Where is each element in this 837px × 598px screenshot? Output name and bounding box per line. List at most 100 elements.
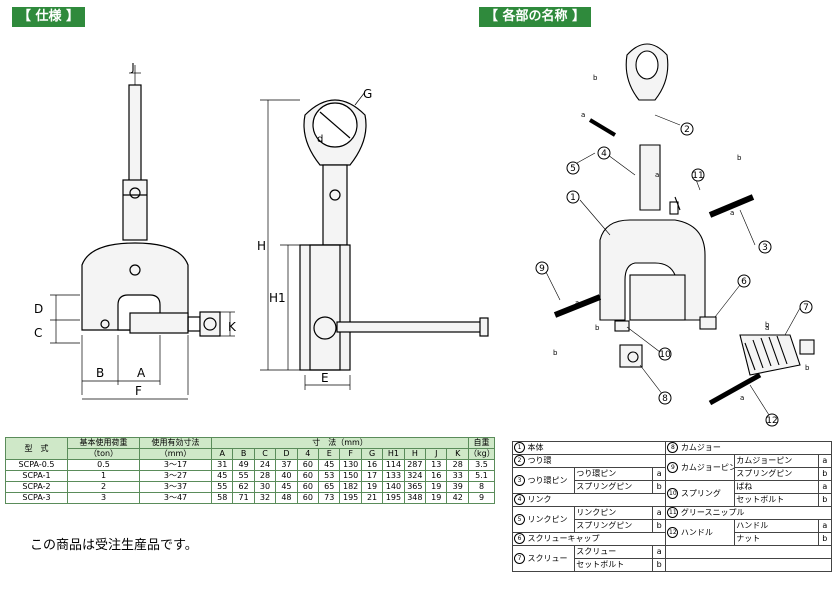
dim-cell: 19 — [425, 492, 448, 504]
col-range: 使用有効寸法 — [139, 437, 212, 449]
dim-cell: 114 — [382, 459, 405, 471]
col-weight-unit: （kg） — [468, 448, 495, 460]
part-name-3: つり環ピン — [527, 475, 568, 485]
part-number: 7 — [514, 552, 525, 564]
part-number: 11 — [667, 507, 679, 518]
sub-a: a — [652, 467, 667, 481]
sub-label-a: a — [730, 209, 734, 217]
part-sub-3b: スプリングピン — [574, 480, 654, 494]
sub-label-b: b — [593, 74, 598, 82]
dim-cell: 60 — [296, 459, 320, 471]
part-name-5: リンクピン — [527, 514, 568, 524]
dim-header: G — [360, 448, 384, 460]
parts-row: セットボルト b — [513, 558, 832, 572]
parts-row: 6 スクリューキャップ ナット b — [511, 532, 833, 546]
parts-row: 7 スクリュー スクリュー a — [511, 545, 832, 572]
range-cell: 3〜47 — [139, 492, 212, 504]
dim-header: E — [318, 448, 341, 460]
sub-b: b — [817, 493, 833, 507]
callout-11: 11 — [692, 171, 703, 181]
part-sub-12a: ハンドル — [734, 519, 819, 533]
col-load: 基本使用荷重 — [67, 437, 140, 449]
part-number: 4 — [514, 494, 525, 505]
callout-7: 7 — [803, 303, 809, 313]
dim-cell: 62 — [232, 481, 255, 493]
part-sub-7b: セットボルト — [574, 558, 654, 572]
sub-b: b — [652, 519, 667, 533]
dim-header: C — [253, 448, 277, 460]
sub-b: b — [817, 467, 833, 481]
sub-label-a: a — [765, 324, 769, 332]
parts-row: 3 つり環ピン つり環ピン a スプリングピン b — [511, 467, 833, 494]
dim-cell: 133 — [382, 470, 405, 482]
callout-3: 3 — [762, 243, 768, 253]
dim-cell: 28 — [253, 470, 277, 482]
dim-cell: 13 — [425, 459, 448, 471]
part-number: 12 — [667, 526, 679, 538]
dim-cell: 16 — [425, 470, 448, 482]
dim-header: D — [275, 448, 298, 460]
sub-label-b: b — [805, 364, 810, 372]
sub-a: a — [817, 519, 833, 533]
dim-cell: 60 — [296, 470, 320, 482]
empty-cell — [665, 545, 832, 559]
part-sub-10a: ばね — [734, 480, 819, 494]
load-cell: 1 — [67, 470, 140, 482]
exploded-parts-drawing: 5 4 2 11 3 1 9 6 7 10 8 12 a a a a a a b… — [535, 43, 815, 427]
parts-row: 5 リンクピン リンクピン a 11 グリースニップル — [511, 506, 832, 533]
model-cell: SCPA-0.5 — [5, 459, 68, 471]
dim-cell: 49 — [232, 459, 255, 471]
dim-cell: 53 — [318, 470, 341, 482]
dim-cell: 21 — [360, 492, 384, 504]
dim-cell: 130 — [339, 459, 362, 471]
callout-1: 1 — [570, 193, 576, 203]
part-number: 8 — [667, 442, 679, 453]
dim-cell: 73 — [318, 492, 341, 504]
dim-cell: 55 — [232, 470, 255, 482]
dim-header: H — [403, 448, 427, 460]
dim-cell: 365 — [403, 481, 427, 493]
callout-12: 12 — [766, 416, 777, 426]
parts-row: 1 本体 8 カムジョー — [511, 441, 832, 455]
sub-labels: a a a a a a b b b b b b — [553, 74, 810, 402]
label-C: C — [34, 326, 42, 340]
col-dims: 寸 法（mm） — [211, 437, 469, 449]
label-H: H — [257, 239, 266, 253]
dim-header: F — [339, 448, 362, 460]
part-sub-5b: スプリングピン — [574, 519, 654, 533]
parts-row: スプリングピン b 12 ハンドル ハンドル a — [513, 519, 833, 546]
dim-cell: 31 — [210, 459, 234, 471]
part-number: 1 — [514, 442, 525, 453]
part-name-9: カムジョーピン — [680, 462, 735, 472]
dim-header: A — [210, 448, 234, 460]
label-B: B — [96, 366, 104, 380]
dim-header: 4 — [296, 448, 320, 460]
sub-label-b: b — [553, 349, 558, 357]
sub-b: b — [817, 532, 833, 546]
model-cell: SCPA-3 — [5, 492, 68, 504]
dim-cell: 71 — [232, 492, 255, 504]
label-D: D — [34, 302, 43, 316]
dim-cell: 140 — [382, 481, 405, 493]
label-H1: H1 — [269, 291, 286, 305]
sub-a: a — [817, 480, 833, 494]
dim-header: B — [232, 448, 255, 460]
part-number: 9 — [667, 461, 679, 473]
part-sub-7a: スクリュー — [574, 545, 654, 559]
sub-a: a — [817, 454, 833, 468]
dim-cell: 30 — [253, 481, 277, 493]
sub-label-a: a — [655, 171, 659, 179]
load-cell: 2 — [67, 481, 140, 493]
dim-cell: 348 — [403, 492, 427, 504]
label-A: A — [137, 366, 146, 380]
callout-9: 9 — [539, 264, 545, 274]
part-name-6: スクリューキャップ — [527, 534, 600, 543]
dim-cell: 55 — [210, 481, 234, 493]
callout-4: 4 — [601, 149, 607, 159]
dim-cell: 182 — [339, 481, 362, 493]
sub-b: b — [652, 480, 667, 494]
sub-a: a — [652, 506, 667, 520]
